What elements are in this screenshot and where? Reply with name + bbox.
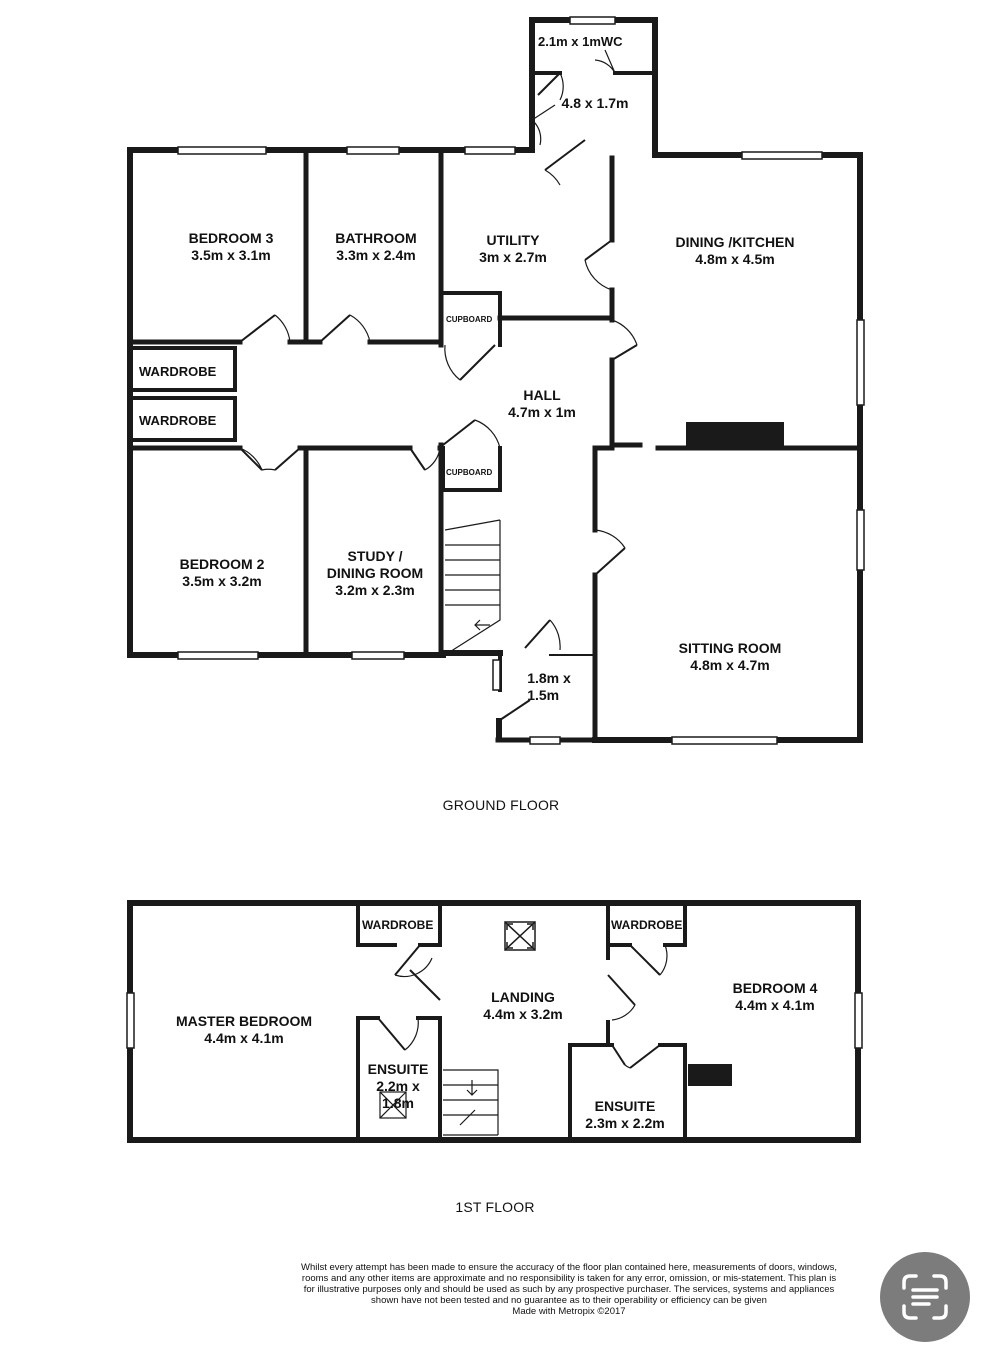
extractor-icon <box>379 1091 407 1119</box>
ensuite-1-label: ENSUITE 2.2m x 1.8m <box>367 1061 429 1111</box>
cupboard-label-1: CUPBOARD <box>446 315 493 324</box>
ground-floor-stairs <box>444 519 501 656</box>
first-floor-stairs <box>443 1069 499 1136</box>
bedroom4-label: BEDROOM 4 4.4m x 4.1m <box>732 980 818 1013</box>
bedroom3-label: BEDROOM 3 3.5m x 3.1m <box>188 230 274 263</box>
wc-dims: 2.1m x 1mWC <box>538 34 623 49</box>
scan-text-button[interactable] <box>880 1252 970 1342</box>
wardrobe-label-ff-1: WARDROBE <box>362 918 434 932</box>
ground-floor-windows <box>177 16 865 745</box>
disclaimer-body: Whilst every attempt has been made to en… <box>301 1262 837 1306</box>
wardrobe-label-2: WARDROBE <box>139 413 217 428</box>
master-bedroom-label: MASTER BEDROOM 4.4m x 4.1m <box>175 1013 313 1046</box>
porch-label: 1.8m x 1.5m <box>527 670 571 703</box>
scan-text-icon <box>902 1274 948 1320</box>
utility-label: UTILITY 3m x 2.7m <box>479 232 547 265</box>
fireplace <box>686 422 784 446</box>
skylight-icon <box>504 921 536 951</box>
study-label: STUDY / DINING ROOM 3.2m x 2.3m <box>326 548 424 598</box>
ensuite-2-label: ENSUITE 2.3m x 2.2m <box>585 1098 665 1131</box>
wardrobe-label-ff-2: WARDROBE <box>611 918 683 932</box>
rear-porch-label: 4.8 x 1.7m <box>561 95 629 111</box>
disclaimer-text: Whilst every attempt has been made to en… <box>296 1262 842 1333</box>
ground-floor-doors <box>239 49 638 721</box>
wardrobe-label-1: WARDROBE <box>139 364 217 379</box>
hall-label: HALL 4.7m x 1m <box>508 387 576 420</box>
bathroom-label: BATHROOM 3.3m x 2.4m <box>335 230 417 263</box>
disclaimer-footer: Made with Metropix ©2017 <box>512 1306 626 1317</box>
chimney <box>688 1064 732 1086</box>
ground-floor-walls <box>127 17 863 743</box>
cupboard-label-2: CUPBOARD <box>446 468 493 477</box>
landing-label: LANDING 4.4m x 3.2m <box>483 989 563 1022</box>
first-floor-doors <box>377 944 668 1069</box>
first-floor-walls <box>127 900 861 1143</box>
sitting-room-label: SITTING ROOM 4.8m x 4.7m <box>678 640 782 673</box>
bedroom2-label: BEDROOM 2 3.5m x 3.2m <box>179 556 265 589</box>
first-floor-windows <box>126 992 863 1049</box>
first-floor-title: 1ST FLOOR <box>455 1199 535 1215</box>
dining-kitchen-label: DINING /KITCHEN 4.8m x 4.5m <box>675 234 795 267</box>
ground-floor-title: GROUND FLOOR <box>442 797 560 813</box>
